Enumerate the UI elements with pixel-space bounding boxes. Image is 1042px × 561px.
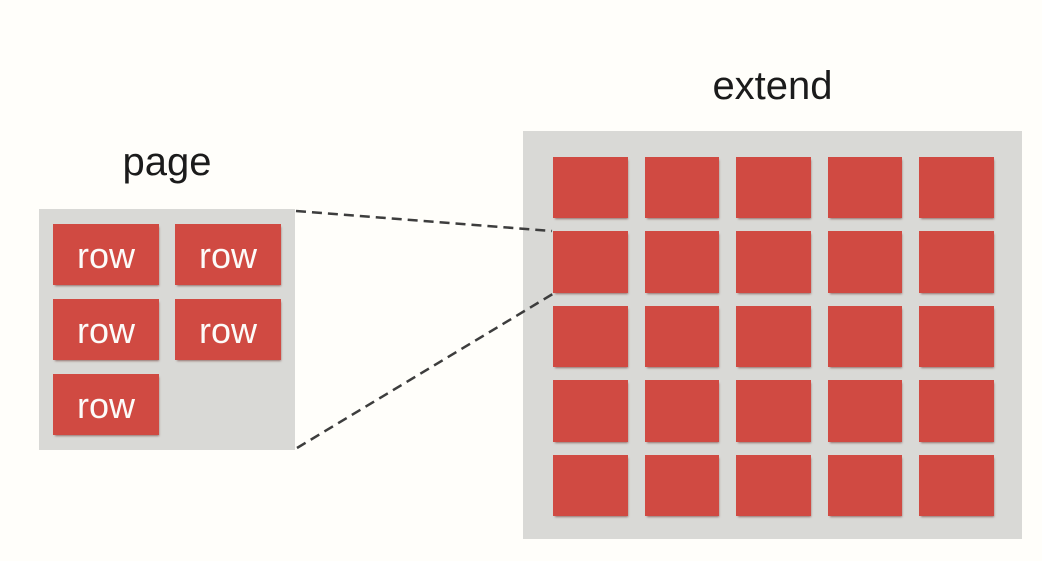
extend-grid-cell — [919, 380, 994, 442]
extend-grid-cell — [736, 305, 811, 368]
extend-grid-cell — [644, 305, 720, 368]
page-panel: row row row row row — [39, 209, 295, 450]
extend-grid-cell — [827, 454, 903, 516]
connector-line-top — [295, 209, 553, 233]
extend-grid-cell — [644, 380, 720, 442]
extend-grid-cell — [827, 231, 903, 293]
page-row-cell: row — [175, 299, 281, 360]
extend-grid-cell — [553, 231, 628, 293]
extend-grid-cell — [553, 380, 628, 442]
connector-line-bottom — [296, 290, 557, 450]
page-label: page — [122, 140, 212, 184]
page-row-cell-label: row — [76, 234, 135, 276]
extend-grid-cell — [919, 454, 994, 516]
page-row-cell-label: row — [198, 309, 257, 351]
extend-grid-cell — [919, 305, 994, 368]
page-row-cell: row — [53, 224, 159, 285]
extend-grid-cell — [736, 380, 811, 442]
page-row-cell: row — [53, 299, 159, 360]
extend-grid-cell — [827, 305, 903, 368]
page-row-cell-label: row — [76, 309, 135, 351]
extend-grid-cell — [644, 454, 720, 516]
page-row-cell-label: row — [76, 384, 135, 426]
extend-grid-cell — [736, 157, 811, 219]
extend-grid-cell — [736, 454, 811, 516]
page-row-cell: row — [175, 224, 281, 285]
page-row-cell-label: row — [198, 234, 257, 276]
extend-grid-cell — [553, 157, 628, 219]
extend-grid-cell — [919, 231, 994, 293]
page-row-cell: row — [53, 374, 159, 435]
extend-grid-cell — [644, 157, 720, 219]
extend-grid-cell — [644, 231, 720, 293]
extend-grid-cell — [553, 305, 628, 368]
extend-grid-cell — [736, 231, 811, 293]
extend-panel — [523, 131, 1022, 539]
extend-grid-cell — [919, 157, 994, 219]
extend-grid-cell — [827, 380, 903, 442]
extend-label: extend — [712, 64, 833, 108]
extend-grid-cell — [553, 454, 628, 516]
extend-grid-cell — [827, 157, 903, 219]
